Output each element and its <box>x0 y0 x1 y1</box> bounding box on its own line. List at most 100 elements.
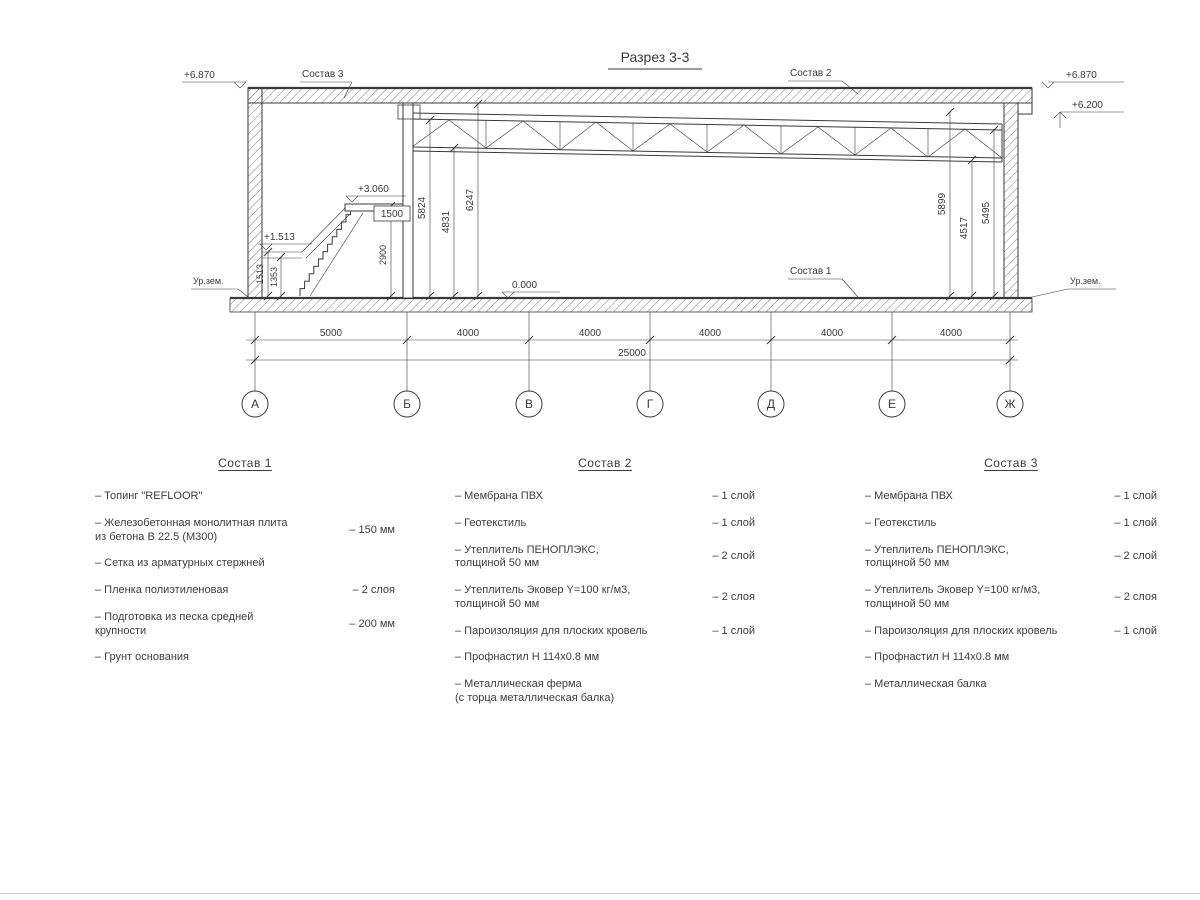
axis-label-a: А <box>251 397 259 411</box>
legend-item-value: – 2 слоя <box>352 584 395 596</box>
dim-1513: 1513 <box>255 264 265 284</box>
legend-item-value: – 1 слой <box>712 624 755 637</box>
dim-5899: 5899 <box>937 192 948 215</box>
elevation-marks: +6.870 +6.870 +6.200 +3.060 +1.513 0.000… <box>182 70 1124 299</box>
legend-item-value: – 150 мм <box>349 523 395 536</box>
callouts: Состав 3 Состав 2 Состав 1 <box>300 68 859 298</box>
legend-item-text: – Топинг "REFLOOR" <box>95 490 203 502</box>
legend-item-value: – 1 слой <box>1114 624 1157 637</box>
roof-truss <box>411 112 1003 163</box>
ground-level-right: Ур.зем. <box>1070 276 1101 286</box>
legend-title: Состав 2 <box>578 456 632 470</box>
legend-item-value: – 1 слой <box>1114 490 1157 502</box>
legend-item: – Сетка из арматурных стержней <box>95 557 395 571</box>
legend-item: – Геотекстиль – 1 слой <box>865 517 1157 531</box>
legend-item: – Мембрана ПВХ – 1 слой <box>455 490 755 504</box>
axis-label-e: Е <box>888 397 896 411</box>
legend-item-value: – 2 слоя <box>712 590 755 603</box>
legend-item-text: – Сетка из арматурных стержней <box>95 557 265 570</box>
elevation-3060: +3.060 <box>358 184 389 195</box>
axis-label-g: Г <box>647 397 654 411</box>
legend-item-text: – Утеплитель ПЕНОПЛЭКС, толщиной 50 мм <box>455 543 599 570</box>
legend-item-value: – 2 слой <box>1114 550 1157 563</box>
legend-item-text: – Профнастил Н 114х0.8 мм <box>865 651 1010 664</box>
dim-2900: 2900 <box>378 245 388 265</box>
legend-sostav-3: Состав 3 – Мембрана ПВХ – 1 слой – Геоте… <box>865 456 1157 705</box>
dim-span-1: 5000 <box>320 328 343 339</box>
callout-sostav-3: Состав 3 <box>302 69 344 80</box>
legend-item: – Мембрана ПВХ – 1 слой <box>865 490 1157 504</box>
elevation-0000: 0.000 <box>512 280 537 291</box>
legend-item: – Пленка полиэтиленовая – 2 слоя <box>95 584 395 598</box>
legend-item: – Профнастил Н 114х0.8 мм <box>865 651 1157 665</box>
section-drawing: Разрез 3-3 <box>182 49 1124 418</box>
legend-item: – Грунт основания <box>95 651 395 665</box>
legend-item: – Пароизоляция для плоских кровель – 1 с… <box>865 625 1157 639</box>
legend-item-value: – 200 мм <box>349 617 395 630</box>
dim-span-3: 4000 <box>579 328 602 339</box>
legend-item: – Геотекстиль – 1 слой <box>455 517 755 531</box>
legend-item-text: – Пароизоляция для плоских кровель <box>865 624 1058 637</box>
building-shell <box>229 86 1033 313</box>
dim-span-5: 4000 <box>821 328 844 339</box>
dim-6247: 6247 <box>465 188 476 211</box>
dim-5495: 5495 <box>981 201 992 224</box>
stair-dimensions: 1513 1353 2900 1500 <box>255 201 411 301</box>
legend-item: – Утеплитель ПЕНОПЛЭКС, толщиной 50 мм –… <box>865 544 1157 572</box>
column-axis-b <box>397 102 421 299</box>
legend-item: – Топинг "REFLOOR" <box>95 490 395 504</box>
dim-4517: 4517 <box>959 216 970 239</box>
elevation-6200: +6.200 <box>1072 100 1103 111</box>
dim-1500: 1500 <box>381 209 404 220</box>
callout-sostav-2: Состав 2 <box>790 68 832 79</box>
legend-item-text: – Подготовка из песка средней крупности <box>95 610 254 637</box>
legend-item: – Утеплитель Эковер Y=100 кг/м3, толщино… <box>455 584 755 612</box>
legend-item-value: – 2 слоя <box>1114 590 1157 603</box>
legend-item-value: – 2 слой <box>712 550 755 563</box>
legend-item-text: – Утеплитель Эковер Y=100 кг/м3, толщино… <box>865 584 1041 610</box>
legend-item-text: – Металлическая ферма (с торца металличе… <box>455 678 615 704</box>
legend-item-text: – Профнастил Н 114х0.8 мм <box>455 651 600 664</box>
legend-item-text: – Геотекстиль <box>865 516 937 529</box>
axis-label-zh: Ж <box>1004 397 1015 411</box>
dim-span-4: 4000 <box>699 328 722 339</box>
sheet-edge <box>0 893 1200 894</box>
dim-5824: 5824 <box>417 196 428 219</box>
legend-item: – Железобетонная монолитная плита из бет… <box>95 517 395 545</box>
bottom-dimensions: 5000 4000 4000 4000 4000 4000 25000 <box>246 312 1018 391</box>
dim-total: 25000 <box>618 348 646 359</box>
legend-item: – Пароизоляция для плоских кровель – 1 с… <box>455 625 755 639</box>
legend-title: Состав 3 <box>984 456 1038 470</box>
elevation-top-right: +6.870 <box>1066 70 1097 81</box>
legend-sostav-2: Состав 2 – Мембрана ПВХ – 1 слой – Геоте… <box>455 456 755 719</box>
drawing-title: Разрез 3-3 <box>621 49 690 65</box>
dim-span-2: 4000 <box>457 328 480 339</box>
legend-item-text: – Железобетонная монолитная плита из бет… <box>95 516 288 543</box>
mid-vertical-dimensions: 5824 4831 6247 <box>417 99 483 301</box>
legend-item: – Профнастил Н 114х0.8 мм <box>455 651 755 665</box>
legend-item: – Утеплитель ПЕНОПЛЭКС, толщиной 50 мм –… <box>455 544 755 572</box>
dim-span-6: 4000 <box>940 328 963 339</box>
legend-sostav-1: Состав 1 – Топинг "REFLOOR" – Железобето… <box>95 456 395 678</box>
legend-item: – Металлическая ферма (с торца металличе… <box>455 678 755 706</box>
legend-item-text: – Утеплитель Эковер Y=100 кг/м3, толщино… <box>455 584 631 610</box>
dim-1353: 1353 <box>269 267 279 287</box>
dim-4831: 4831 <box>441 210 452 233</box>
legend-item-text: – Грунт основания <box>95 651 189 664</box>
legend-item: – Металлическая балка <box>865 678 1157 692</box>
legend-item-text: – Геотекстиль <box>455 516 527 529</box>
legend-item-text: – Мембрана ПВХ <box>865 490 953 502</box>
legend-item-text: – Пароизоляция для плоских кровель <box>455 624 648 637</box>
legends: Состав 1 – Топинг "REFLOOR" – Железобето… <box>0 456 1200 719</box>
legend-item-value: – 1 слой <box>712 516 755 529</box>
axis-label-v: В <box>525 397 533 411</box>
legend-item-text: – Утеплитель ПЕНОПЛЭКС, толщиной 50 мм <box>865 543 1009 570</box>
legend-item: – Подготовка из песка средней крупности … <box>95 611 395 639</box>
legend-title: Состав 1 <box>218 456 272 470</box>
elevation-1513: +1.513 <box>264 232 295 243</box>
right-vertical-dimensions: 5899 4517 5495 <box>937 107 999 301</box>
axis-bubbles: А Б В Г Д Е Ж <box>241 390 1024 418</box>
axis-label-b: Б <box>403 397 411 411</box>
callout-sostav-1: Состав 1 <box>790 266 832 277</box>
legend-item-value: – 1 слой <box>1114 516 1157 529</box>
